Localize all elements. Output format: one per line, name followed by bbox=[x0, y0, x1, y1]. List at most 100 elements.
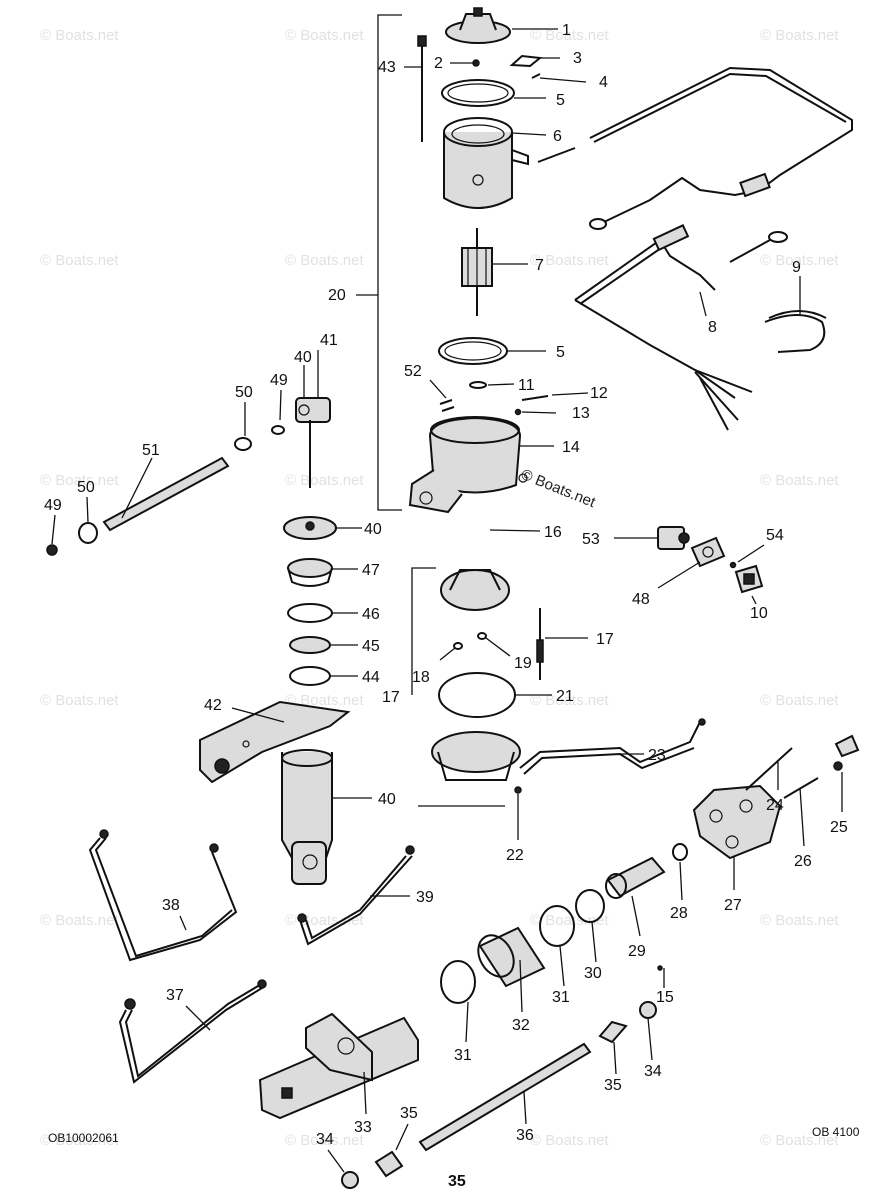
watermark: © Boats.net bbox=[285, 472, 364, 489]
watermark-inline: © Boats.net bbox=[519, 466, 599, 512]
callout-17-right: 17 bbox=[596, 631, 614, 648]
watermark: © Boats.net bbox=[760, 472, 839, 489]
callout-7: 7 bbox=[535, 257, 544, 274]
callout-8: 8 bbox=[708, 319, 717, 336]
callout-15: 15 bbox=[656, 989, 674, 1006]
watermark: © Boats.net bbox=[285, 1132, 364, 1149]
leader-lines bbox=[51, 28, 843, 1173]
callout-34-right: 34 bbox=[644, 1063, 662, 1080]
callout-21: 21 bbox=[556, 688, 574, 705]
callout-44: 44 bbox=[362, 669, 380, 686]
wiring-harness-upper bbox=[537, 66, 853, 431]
callout-5-lower: 5 bbox=[556, 344, 565, 361]
callout-2: 2 bbox=[434, 55, 443, 72]
motor-top-assembly bbox=[408, 7, 549, 514]
callout-10: 10 bbox=[750, 605, 768, 622]
callout-48: 48 bbox=[632, 591, 650, 608]
callout-17-left: 17 bbox=[382, 689, 400, 706]
watermark: © Boats.net bbox=[760, 1132, 839, 1149]
drawing-code-left: OB10002061 bbox=[48, 1131, 119, 1145]
watermark: © Boats.net bbox=[285, 252, 364, 269]
watermark: © Boats.net bbox=[40, 692, 119, 709]
watermark: © Boats.net bbox=[760, 27, 839, 44]
callout-35-right: 35 bbox=[604, 1077, 622, 1094]
callout-33: 33 bbox=[354, 1119, 372, 1136]
bracket-lines bbox=[356, 14, 436, 695]
callout-22: 22 bbox=[506, 847, 524, 864]
callout-49-lower: 49 bbox=[44, 497, 62, 514]
callout-43: 43 bbox=[378, 59, 396, 76]
watermark: © Boats.net bbox=[285, 27, 364, 44]
callout-29: 29 bbox=[628, 943, 646, 960]
callout-49-upper: 49 bbox=[270, 372, 288, 389]
watermark: © Boats.net bbox=[530, 912, 609, 929]
callout-9: 9 bbox=[792, 259, 801, 276]
callout-35-bottom: 35 bbox=[400, 1105, 418, 1122]
callout-3: 3 bbox=[573, 50, 582, 67]
callout-52: 52 bbox=[404, 363, 422, 380]
watermark: © Boats.net bbox=[40, 912, 119, 929]
callout-51: 51 bbox=[142, 442, 160, 459]
callout-19: 19 bbox=[514, 655, 532, 672]
callout-5-upper: 5 bbox=[556, 92, 565, 109]
callout-26: 26 bbox=[794, 853, 812, 870]
mount-and-tube bbox=[199, 700, 351, 885]
watermark: © Boats.net bbox=[530, 1132, 609, 1149]
page-number: 35 bbox=[448, 1173, 466, 1190]
callout-20: 20 bbox=[328, 287, 346, 304]
callout-40-upper: 40 bbox=[294, 349, 312, 366]
callout-18: 18 bbox=[412, 669, 430, 686]
callout-32: 32 bbox=[512, 1017, 530, 1034]
callout-38: 38 bbox=[162, 897, 180, 914]
callout-4: 4 bbox=[599, 74, 608, 91]
callout-labels: 1 2 3 4 5 6 43 20 7 8 9 5 52 11 12 13 14… bbox=[44, 22, 848, 1148]
callout-30: 30 bbox=[584, 965, 602, 982]
watermark: © Boats.net bbox=[40, 472, 119, 489]
callout-24: 24 bbox=[766, 797, 784, 814]
callout-14: 14 bbox=[562, 439, 580, 456]
callout-36: 36 bbox=[516, 1127, 534, 1144]
watermark: © Boats.net bbox=[530, 27, 609, 44]
drawing-code-right: OB 4100 bbox=[812, 1125, 860, 1139]
callout-11: 11 bbox=[518, 377, 535, 394]
lower-parts bbox=[258, 843, 688, 1189]
callout-37: 37 bbox=[166, 987, 184, 1004]
watermark-layer: © Boats.net © Boats.net © Boats.net © Bo… bbox=[40, 27, 839, 1149]
right-side-parts bbox=[657, 526, 860, 860]
callout-50-upper: 50 bbox=[235, 384, 253, 401]
watermark: © Boats.net bbox=[40, 1132, 119, 1149]
callout-39: 39 bbox=[416, 889, 434, 906]
callout-1: 1 bbox=[562, 22, 571, 39]
callout-53: 53 bbox=[582, 531, 600, 548]
callout-31-left: 31 bbox=[454, 1047, 472, 1064]
left-small-parts bbox=[46, 397, 331, 556]
callout-54: 54 bbox=[766, 527, 784, 544]
callout-50-lower: 50 bbox=[77, 479, 95, 496]
callout-41: 41 bbox=[320, 332, 338, 349]
callout-45: 45 bbox=[362, 638, 380, 655]
callout-23: 23 bbox=[648, 747, 666, 764]
callout-42: 42 bbox=[204, 697, 222, 714]
callout-27: 27 bbox=[724, 897, 742, 914]
watermark: © Boats.net bbox=[40, 27, 119, 44]
callout-6: 6 bbox=[553, 128, 562, 145]
watermark: © Boats.net bbox=[760, 252, 839, 269]
solenoid-stack bbox=[283, 516, 337, 686]
callout-46: 46 bbox=[362, 606, 380, 623]
callout-28: 28 bbox=[670, 905, 688, 922]
callout-40-mid: 40 bbox=[364, 521, 382, 538]
watermark: © Boats.net bbox=[40, 252, 119, 269]
footer: OB10002061 OB 4100 35 bbox=[48, 1125, 860, 1190]
callout-34-bottom: 34 bbox=[316, 1131, 334, 1148]
callout-25: 25 bbox=[830, 819, 848, 836]
watermark: © Boats.net bbox=[530, 252, 609, 269]
callout-31-right: 31 bbox=[552, 989, 570, 1006]
watermark: © Boats.net bbox=[760, 692, 839, 709]
callout-13: 13 bbox=[572, 405, 590, 422]
watermark: © Boats.net bbox=[760, 912, 839, 929]
callout-47: 47 bbox=[362, 562, 380, 579]
battery-cables bbox=[88, 829, 415, 1084]
watermark: © Boats.net bbox=[530, 692, 609, 709]
callout-16: 16 bbox=[544, 524, 562, 541]
